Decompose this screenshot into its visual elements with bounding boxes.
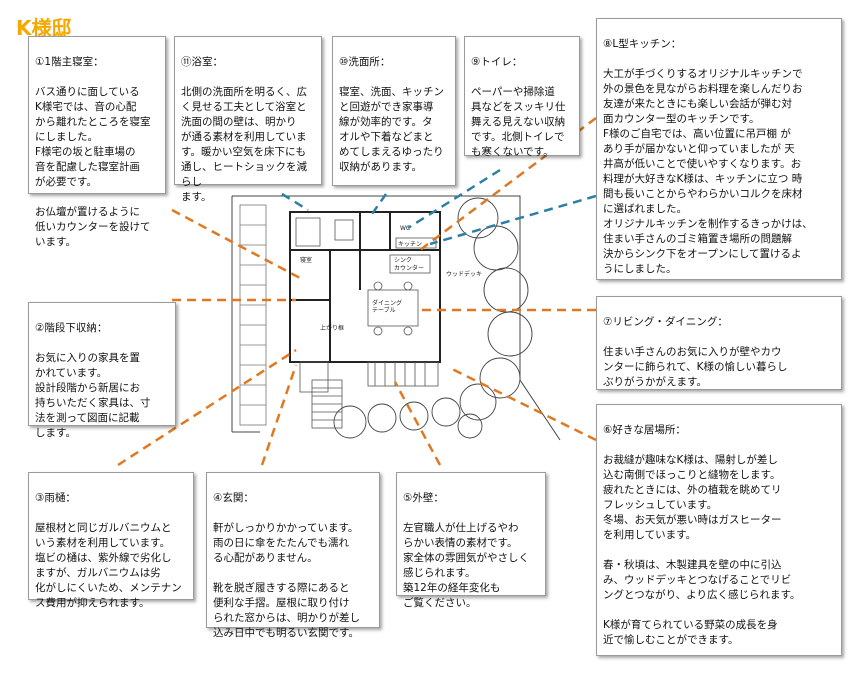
note-entrance: ④玄関： 軒がしっかりかかっています。 雨の日に傘をたたんでも濡れ る心配があり…	[206, 472, 380, 639]
note-gutter: ③雨樋： 屋根材と同じガルバニウムと いう素材を利用しています。 塩ビの樋は、紫…	[28, 472, 194, 609]
entrance-steps	[311, 379, 343, 429]
garden-trees	[333, 197, 533, 439]
note-favorite-place-heading: ⑥好きな居場所：	[603, 424, 686, 436]
plan-label-counter: カウンター	[394, 264, 424, 272]
note-stair-storage-body: お気に入りの家具を置 かれています。 設計段階から新居にお 持ちいただく家具は、…	[35, 352, 151, 439]
note-living-dining-heading: ⑦リビング・ダイニング：	[603, 316, 728, 328]
house-walls	[289, 211, 441, 363]
note-kitchen-body: 大工が手づくりするオリジナルキッチンで 外の景色を見ながらお料理を楽しんだりお …	[603, 68, 813, 275]
interior-details	[295, 217, 439, 393]
left-strip	[239, 204, 267, 426]
plan-label-dining: ダイニングテーブル	[372, 299, 402, 314]
note-entrance-body: 軒がしっかりかかっています。 雨の日に傘をたたんでも濡れ る心配がありません。 …	[213, 522, 360, 639]
plan-label-wc: WC	[400, 225, 410, 232]
note-stair-storage: ②階段下収納： お気に入りの家具を置 かれています。 設計段階から新居にお 持ち…	[28, 302, 176, 439]
plan-label-bedroom: 寝室	[300, 256, 312, 264]
plan-text: 寝室 WC キッチン シンク カウンター ダイニングテーブル 上がり框 ウッドデ…	[300, 225, 482, 332]
note-gutter-heading: ③雨樋：	[35, 492, 76, 504]
note-bathroom-heading: ⑪浴室：	[181, 56, 223, 68]
note-washroom: ⑩洗面所： 寝室、洗面、キッチン と回遊ができ家事導 線が効率的です。タ オルや…	[332, 36, 456, 186]
note-toilet-body: ペーパーや掃除道 具などをスッキリ仕 舞える見えない収納 です。北側トイレで も…	[471, 86, 566, 158]
note-kitchen: ⑧L型キッチン： 大工が手づくりするオリジナルキッチンで 外の景色を見ながらお料…	[596, 18, 842, 280]
note-bedroom-body: バス通りに面している K様宅では、音の心配 から離れたところを寝室 にしました。…	[35, 86, 151, 248]
note-washroom-heading: ⑩洗面所：	[339, 56, 391, 68]
plan-label-sink: シンク	[394, 257, 412, 264]
plan-label-stairs: 上がり框	[320, 324, 344, 332]
note-exterior-wall-body: 左官職人が仕上げるやわ らかい表情の素材です。 家全体の雰囲気がやさしく 感じら…	[403, 522, 529, 609]
site-boundary	[231, 195, 561, 441]
note-living-dining: ⑦リビング・ダイニング： 住まい手さんのお気に入りが壁やカウ ンターに飾られて、…	[596, 296, 842, 390]
note-living-dining-body: 住まい手さんのお気に入りが壁やカウ ンターに飾られて、K様の愉しい暮らし ぶりが…	[603, 346, 788, 388]
note-favorite-place: ⑥好きな居場所： お裁縫が趣味なK様は、陽射しが差し 込む南側でほっこりと縫物を…	[596, 404, 842, 656]
note-washroom-body: 寝室、洗面、キッチン と回遊ができ家事導 線が効率的です。タ オルや下着などまと…	[339, 86, 444, 173]
note-bedroom: ①1階主寝室： バス通りに面している K様宅では、音の心配 から離れたところを寝…	[28, 36, 166, 248]
plan-label-deck: ウッドデッキ	[446, 270, 482, 278]
note-bathroom-body: 北側の洗面所を明るく、広 く見せる工夫として浴室と 洗面の間の壁は、明かり が通…	[181, 86, 307, 203]
note-favorite-place-body: お裁縫が趣味なK様は、陽射しが差し 込む南側でほっこりと縫物をします。 疲れたと…	[603, 454, 801, 646]
note-entrance-heading: ④玄関：	[213, 492, 254, 504]
note-kitchen-heading: ⑧L型キッチン：	[603, 38, 682, 50]
note-toilet: ⑨トイレ： ペーパーや掃除道 具などをスッキリ仕 舞える見えない収納 です。北側…	[464, 36, 580, 158]
note-bedroom-heading: ①1階主寝室：	[35, 56, 104, 68]
plan-label-kitchen: キッチン	[398, 241, 422, 248]
note-exterior-wall: ⑤外壁： 左官職人が仕上げるやわ らかい表情の素材です。 家全体の雰囲気がやさし…	[396, 472, 546, 609]
note-gutter-body: 屋根材と同じガルバニウムと いう素材を利用しています。 塩ビの樋は、紫外線で劣化…	[35, 522, 182, 609]
note-bathroom: ⑪浴室： 北側の洗面所を明るく、広 く見せる工夫として浴室と 洗面の間の壁は、明…	[174, 36, 322, 203]
note-exterior-wall-heading: ⑤外壁：	[403, 492, 444, 504]
note-toilet-heading: ⑨トイレ：	[471, 56, 523, 68]
blue-pointer-lines	[281, 168, 597, 246]
note-stair-storage-heading: ②階段下収納：	[35, 322, 108, 334]
